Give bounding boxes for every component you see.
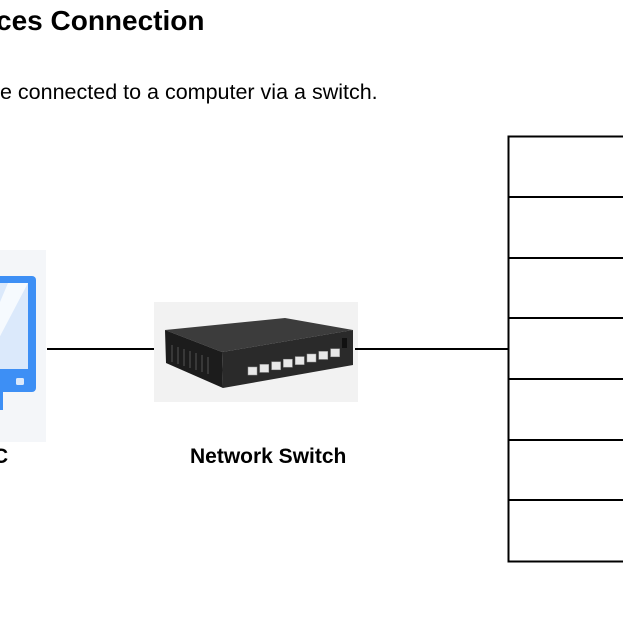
switch-ports (247, 348, 340, 376)
switch-port (318, 351, 329, 360)
switch-port (294, 356, 305, 365)
switch-label: Network Switch (190, 445, 347, 468)
diagram-description: e connected to a computer via a switch. (0, 80, 378, 104)
switch-port (306, 353, 317, 363)
diagram-title: ces Connection (0, 5, 205, 36)
computer-monitor-icon (0, 250, 46, 442)
pc-label: C (0, 445, 9, 468)
switch-port (330, 348, 340, 358)
devices-table (507, 135, 623, 563)
switch-port (271, 361, 281, 371)
switch-port (259, 364, 270, 373)
switch-port (247, 366, 258, 376)
switch-port (283, 358, 293, 368)
network-switch-icon (154, 302, 358, 402)
